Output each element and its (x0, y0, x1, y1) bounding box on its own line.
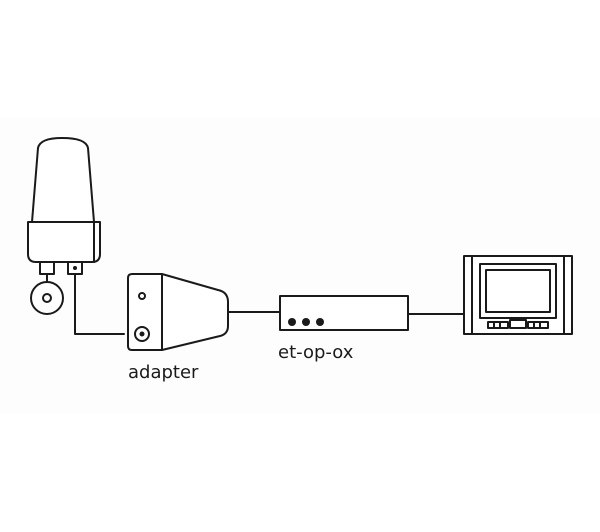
satellite-antenna-icon (27, 137, 101, 315)
set-top-box-label: et-op-ox (278, 342, 354, 363)
set-top-box-icon (279, 295, 409, 331)
cable-antenna-adapter (74, 273, 125, 335)
adapter-icon (127, 273, 229, 351)
tv-icon (463, 255, 573, 335)
adapter-label: adapter (128, 362, 199, 383)
